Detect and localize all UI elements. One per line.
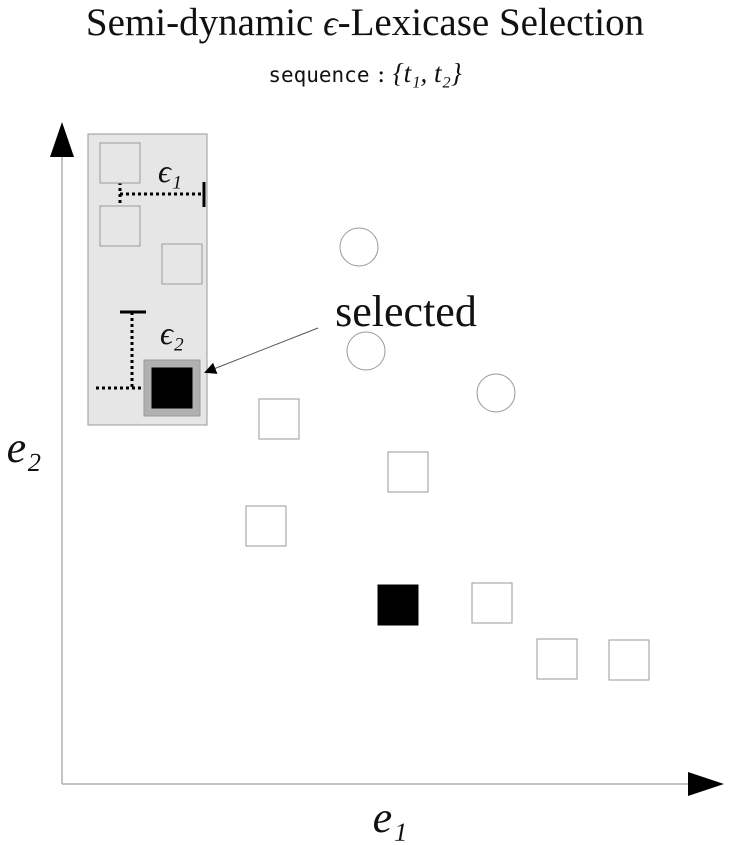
diagram-title: Semi-dynamic ϵ-Lexicase Selection xyxy=(0,0,730,46)
subtitle-set: {t₁, t₂} xyxy=(392,58,462,88)
subtitle-separator: : xyxy=(369,60,393,88)
selected-label: selected xyxy=(335,287,477,336)
circle-point xyxy=(346,331,386,371)
y-axis-label: e₂ xyxy=(7,423,42,472)
square-point xyxy=(536,638,578,680)
epsilon-2-label: ϵ₂ xyxy=(160,315,184,351)
square-point xyxy=(161,243,203,285)
square-point xyxy=(471,582,513,624)
title-suffix: -Lexicase Selection xyxy=(337,1,645,44)
points-layer xyxy=(99,142,650,681)
y-axis-arrowhead xyxy=(50,122,74,157)
epsilon-1-label: ϵ₁ xyxy=(158,153,182,189)
x-axis-arrowhead xyxy=(688,772,724,796)
square-point xyxy=(245,505,287,547)
title-prefix: Semi-dynamic xyxy=(85,1,324,44)
square-point xyxy=(99,142,141,184)
circle-point xyxy=(476,373,516,413)
square-point xyxy=(258,398,300,440)
selected-arrow xyxy=(204,327,319,374)
square-point xyxy=(387,451,429,493)
selected-square-point xyxy=(151,367,193,409)
filled-square-point xyxy=(377,584,419,626)
square-point xyxy=(99,205,141,247)
subtitle-keyword: sequence xyxy=(268,63,370,87)
circle-point xyxy=(339,227,379,267)
title-epsilon: ϵ xyxy=(323,3,338,43)
square-point xyxy=(608,639,650,681)
diagram-subtitle: sequence : {t₁, t₂} xyxy=(0,58,730,90)
x-axis-label: e₁ xyxy=(373,793,408,842)
